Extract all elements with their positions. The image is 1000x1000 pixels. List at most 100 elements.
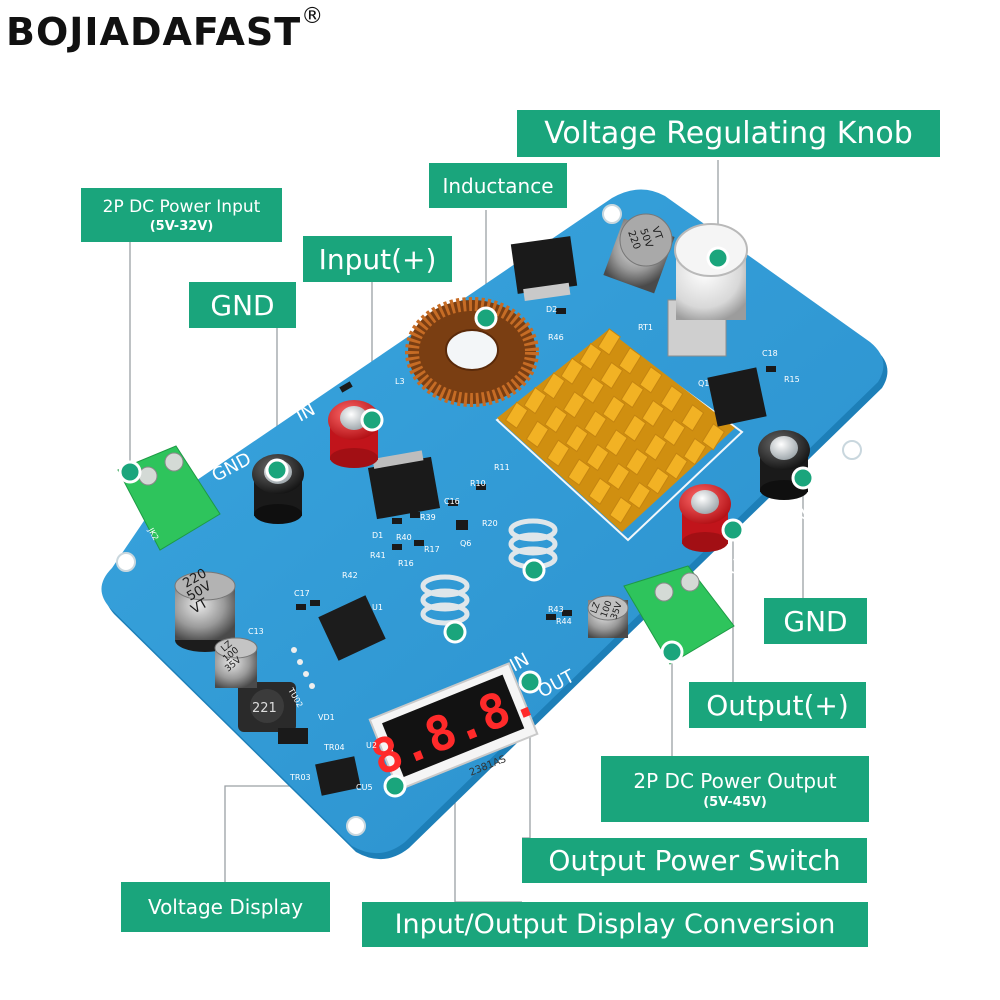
heatsink-fin — [646, 467, 670, 495]
label-output-plus-text: Output(+) — [706, 688, 849, 722]
heatsink-fin — [597, 328, 621, 356]
heatsink-fin — [609, 496, 633, 524]
ref-q1: Q1 — [698, 379, 709, 388]
label-voltage-display: Voltage Display — [121, 882, 330, 932]
ref-c16: C16 — [444, 497, 460, 506]
ref-d1: D1 — [372, 531, 383, 540]
heatsink-fin — [565, 424, 589, 453]
heatsink-fin — [585, 443, 610, 472]
smd-parts — [291, 308, 776, 689]
heatsink-fin — [620, 380, 645, 409]
heatsink-fin — [523, 386, 547, 415]
label-output-switch: Output Power Switch — [522, 838, 867, 883]
diode-d1 — [367, 450, 441, 520]
heatsink-fin — [546, 439, 571, 467]
binding-post-gnd-right[interactable] — [758, 430, 810, 500]
heatsink-fin — [581, 376, 605, 404]
heatsink-fin — [583, 410, 608, 438]
label-voltage-knob-text: Voltage Regulating Knob — [544, 116, 913, 151]
heatsink-fin — [662, 418, 686, 447]
ic-u1 — [318, 595, 386, 661]
heatsink-fin — [639, 366, 663, 394]
brand-name: BOJIADAFAST — [6, 10, 302, 54]
cap-left-line3: VT — [189, 596, 211, 617]
heatsink-fin — [560, 357, 584, 385]
cap-top-line3: VT — [649, 225, 664, 242]
label-gnd-left: GND — [189, 282, 296, 328]
ref-vd1: VD1 — [318, 713, 335, 722]
ref-u1: U1 — [372, 603, 383, 612]
heatsink-fin — [504, 401, 529, 429]
ref-c17: C17 — [294, 589, 310, 598]
ref-u2: U2 — [366, 741, 377, 750]
ref-l3: L3 — [395, 377, 405, 386]
ref-r17: R17 — [424, 545, 440, 554]
heatsink-fin — [604, 429, 628, 457]
ref-r20: R20 — [482, 519, 498, 528]
heatsink-fin — [562, 391, 587, 419]
label-input-plus: Input(+) — [303, 236, 452, 282]
heatsink-fin — [544, 405, 568, 434]
heatsink-fin — [567, 458, 591, 486]
label-gnd-right: GND — [764, 598, 867, 644]
transistor-q1 — [707, 367, 767, 427]
heatsink-fin — [525, 420, 550, 448]
toroidal-inductor — [405, 297, 539, 407]
ref-tr04: TR04 — [323, 743, 345, 752]
label-dc-output-text: 2P DC Power Output — [633, 768, 837, 793]
silk-gnd-right: GND — [778, 498, 824, 536]
label-io-conversion-text: Input/Output Display Conversion — [394, 909, 836, 940]
ref-c18: C18 — [762, 349, 778, 358]
heatsink-fin — [643, 433, 668, 461]
ref-r15: R15 — [784, 375, 800, 384]
heatsink-fin — [701, 423, 726, 451]
ref-r46: R46 — [548, 333, 564, 342]
heatsink-fin — [622, 414, 647, 442]
ref-r39: R39 — [420, 513, 436, 522]
heatsink-fin — [641, 399, 665, 428]
heatsink-fin — [541, 372, 566, 400]
label-gnd-left-text: GND — [210, 288, 275, 322]
label-output-plus: Output(+) — [689, 682, 866, 728]
brand-logo: BOJIADAFAST® — [6, 4, 324, 54]
heatsink-fin — [578, 342, 603, 371]
terminal-block-input[interactable] — [117, 445, 221, 551]
ref-r40: R40 — [396, 533, 412, 542]
heatsink-fin — [659, 385, 684, 413]
binding-post-out-plus[interactable] — [679, 484, 731, 552]
heatsink-fin — [606, 462, 631, 491]
heatsink-fin — [627, 481, 652, 510]
ref-c13: C13 — [248, 627, 264, 636]
heatsink-fin — [618, 347, 642, 375]
inductor-marking: 221 — [252, 701, 277, 716]
ref-tr03: TR03 — [289, 773, 311, 782]
label-dc-input-range: (5V-32V) — [149, 218, 214, 234]
cap-small-right-line1: LZ — [589, 601, 602, 615]
ref-r11: R11 — [494, 463, 510, 472]
ref-r41: R41 — [370, 551, 386, 560]
label-dc-output-range: (5V-45V) — [703, 794, 767, 810]
ref-r43: R43 — [548, 605, 564, 614]
ref-d2: D2 — [546, 305, 557, 314]
label-gnd-right-text: GND — [783, 604, 848, 638]
voltage-knob[interactable] — [667, 223, 748, 357]
label-dc-input: 2P DC Power Input (5V-32V) — [81, 188, 282, 242]
ref-r42: R42 — [342, 571, 358, 580]
label-dc-input-text: 2P DC Power Input — [102, 196, 261, 217]
label-voltage-display-text: Voltage Display — [147, 895, 304, 919]
ref-rt1: RT1 — [638, 323, 653, 332]
ic-small — [315, 756, 361, 796]
label-inductance-text: Inductance — [442, 173, 554, 198]
capacitor-small-left — [214, 637, 258, 688]
heatsink-fin — [680, 404, 705, 432]
label-io-conversion: Input/Output Display Conversion — [362, 902, 868, 947]
label-dc-output: 2P DC Power Output (5V-45V) — [601, 756, 869, 822]
heatsink-fin — [625, 448, 649, 476]
diode-d2 — [510, 236, 578, 302]
heatsink-fin — [599, 361, 624, 390]
heatsink-fin — [588, 477, 612, 505]
heatsink-fin — [602, 395, 626, 423]
label-voltage-knob: Voltage Regulating Knob — [517, 110, 940, 157]
terminal-block-output[interactable] — [623, 565, 735, 665]
